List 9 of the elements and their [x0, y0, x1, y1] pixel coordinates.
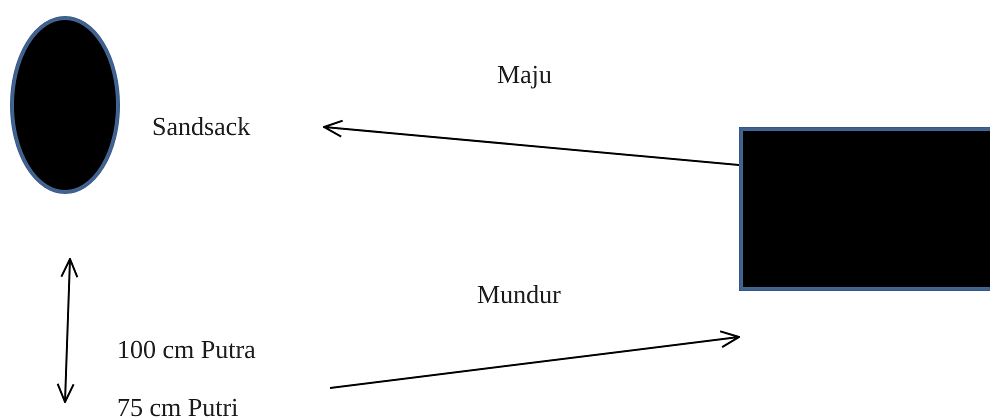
edge-label: Maju	[497, 60, 552, 90]
edge-label: Mundur	[477, 280, 561, 310]
dimension-label: 75 cm Putri	[117, 393, 238, 417]
dimension-label: 100 cm Putra	[117, 335, 256, 365]
rectangle-shape	[739, 127, 990, 291]
arrow	[330, 330, 740, 389]
ellipse-shape	[10, 16, 120, 194]
arrow	[323, 120, 740, 166]
text-label: Sandsack	[152, 112, 250, 142]
